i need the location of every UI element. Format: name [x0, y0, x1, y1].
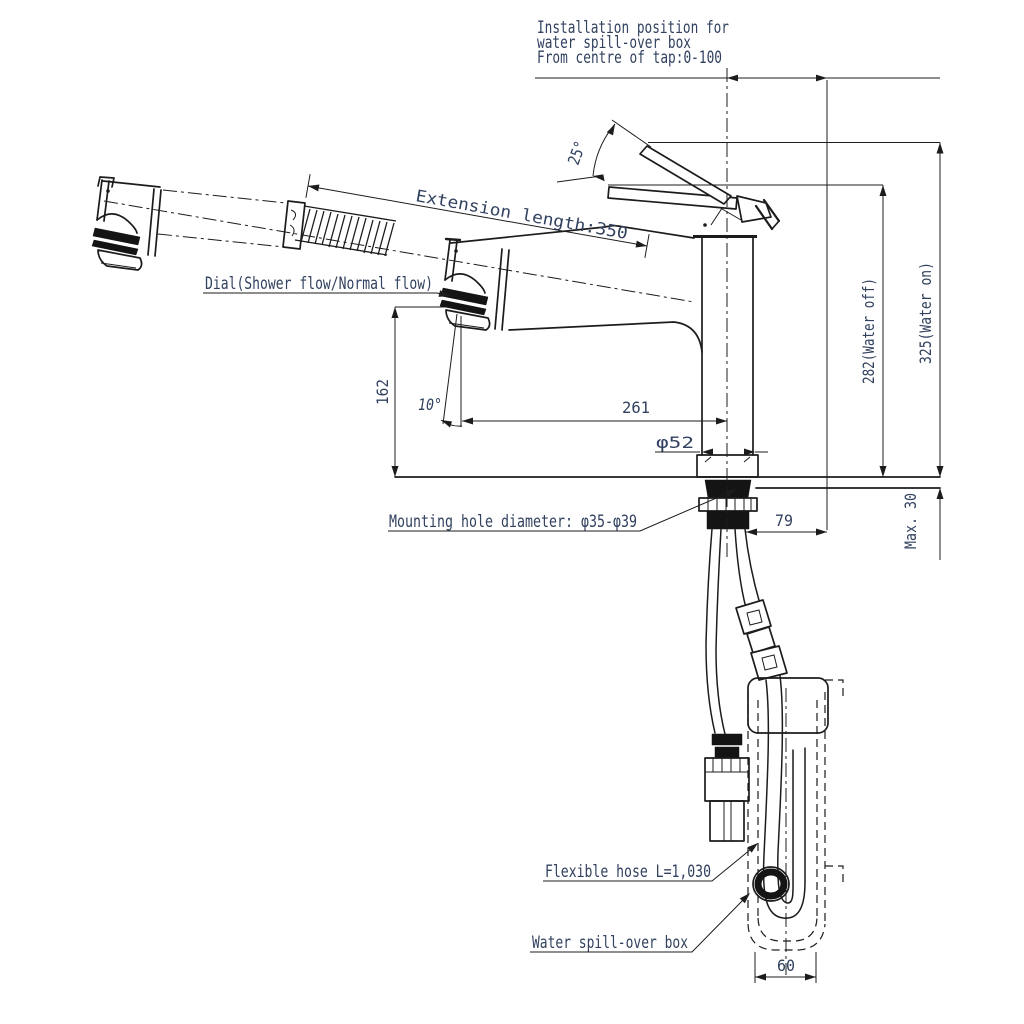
water-spill-over-box — [747, 679, 844, 975]
label-flexible-hose: Flexible hose L=1,030 — [545, 862, 711, 881]
dim-325-water-on: 325(Water on) — [916, 262, 935, 364]
dimension-lines — [203, 68, 944, 983]
lever-pivot — [736, 195, 772, 223]
dim-25-degrees: 25° — [564, 138, 590, 167]
faucet-body — [450, 223, 759, 478]
dim-162: 162 — [373, 379, 392, 405]
leader-spill-over-box — [530, 894, 749, 953]
spray-head — [439, 237, 510, 331]
annotations: Installation position for water spill-ov… — [205, 18, 935, 975]
flexible-hose — [762, 679, 806, 919]
hose-connector — [735, 599, 772, 635]
hose-gland — [754, 868, 788, 900]
dim-79: 79 — [775, 511, 793, 530]
label-water-spill-over-box: Water spill-over box — [532, 933, 688, 952]
counter-top — [394, 476, 941, 489]
leader-dial — [203, 292, 451, 297]
hose-connector — [750, 645, 788, 681]
label-extension-length: Extension length:350 — [414, 186, 629, 243]
leader-flexible-hose — [543, 844, 757, 882]
undersink-assembly — [698, 479, 829, 919]
label-mounting-hole: Mounting hole diameter: φ35-φ39 — [389, 512, 637, 531]
label-installation-position-3: From centre of tap:0-100 — [537, 48, 722, 67]
dim-60: 60 — [777, 956, 795, 975]
spray-head-extended — [91, 176, 695, 303]
label-dial: Dial(Shower flow/Normal flow) — [205, 274, 433, 293]
dim-282-water-off: 282(Water off) — [859, 278, 878, 384]
lever-water-off — [607, 186, 738, 210]
lever-water-on — [639, 145, 732, 205]
dim-max-30: Max. 30 — [901, 493, 920, 549]
hose-guide-bracket — [747, 677, 829, 734]
dim-10-degrees: 10° — [418, 395, 442, 414]
leader-mounting-hole — [388, 489, 736, 532]
phantom-centerline — [103, 189, 695, 303]
dim-phi52: φ52 — [656, 433, 694, 452]
hose-coil — [282, 200, 397, 257]
label-installation-position-1: Installation position for — [537, 18, 729, 37]
check-valve — [704, 757, 750, 802]
handle-lever — [607, 145, 781, 231]
dim-261: 261 — [622, 398, 650, 417]
label-installation-position-2: water spill-over box — [537, 33, 691, 52]
